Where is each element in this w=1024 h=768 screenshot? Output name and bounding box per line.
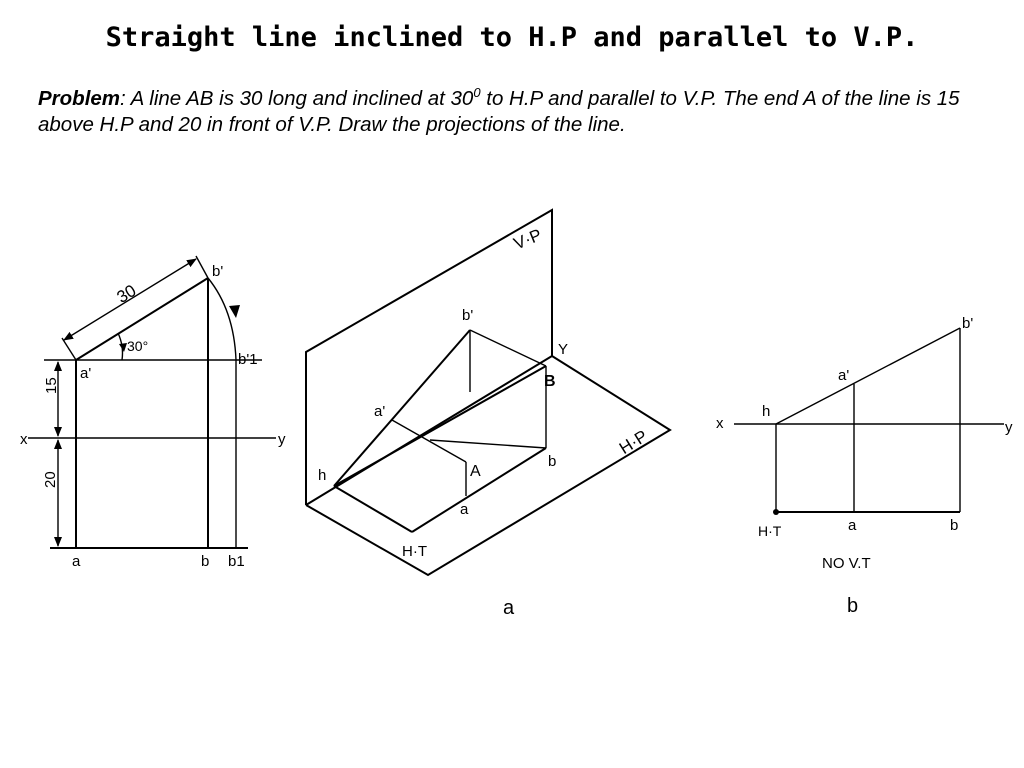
problem-text-2: to H.P and parallel to V.P. The end A of… [38,87,960,136]
left-projection-figure: x y 30 30° 15 20 a' b' b'1 a b [20,255,286,570]
label-y: Y [558,341,568,358]
rotation-arc [207,277,237,361]
label-h: h [762,403,770,420]
caption-a: a [503,597,515,619]
label-b: b [201,553,209,570]
label-A: A [470,463,481,480]
label-a: a [848,517,857,534]
label-b-prime: b' [212,263,223,280]
xy-junction-line [305,355,553,506]
label-a: a [460,501,469,518]
ht-point [773,509,779,515]
elevation-line [775,327,961,425]
connector-b-prime-B [469,329,547,367]
label-b-prime: b' [462,307,473,324]
extension-line-a [61,337,77,361]
label-h: h [318,467,326,484]
arc-arrow [229,305,240,318]
label-a-prime: a' [838,367,849,384]
label-b1: b1 [228,553,245,570]
problem-text-1: : A line AB is 30 long and inclined at 3… [120,87,474,110]
page-title: Straight line inclined to H.P and parall… [105,22,919,53]
label-ht: H·T [758,523,782,539]
connector-mid [429,439,547,449]
label-no-vt: NO V.T [822,555,871,572]
label-x: x [716,415,724,432]
label-a-prime: a' [80,365,91,382]
label-a: a [72,553,81,570]
horizontal-plane-outline [305,355,672,577]
label-b1-prime: b'1 [238,351,258,368]
label-b-prime: b' [962,315,973,332]
degree-superscript: 0 [473,85,481,100]
problem-label: Problem [38,87,121,110]
problem-statement: Problem: A line AB is 30 long and inclin… [38,86,998,138]
length-dimension-line [63,258,197,341]
label-hp: H·P [616,426,651,458]
angle-arrow [119,343,127,352]
vertical-plane-outline [305,208,553,505]
label-x: x [20,431,28,448]
label-b: b [548,453,556,470]
label-b: b [950,517,958,534]
label-y: y [1005,419,1013,436]
line-AB-space [333,365,547,487]
dimension-20-label: 20 [42,471,59,488]
length-label: 30 [113,281,139,307]
label-ht: H·T [402,543,427,560]
trace-line-h-to-ht [333,485,413,533]
plan-line-ab [411,447,547,533]
dimension-15-label: 15 [43,377,60,394]
caption-b: b [847,595,858,617]
label-a-prime: a' [374,403,385,420]
connector-a-prime-A [391,419,467,463]
label-B: B [544,373,556,390]
pictorial-figure-a: V·P H·P Y b' a' B A b a h H·T a [305,208,672,619]
label-y: y [278,431,286,448]
angle-label: 30° [127,338,148,354]
extension-line-b [195,255,209,279]
projection-figure-b: x y h a' b' H·T a b NO V.T b [716,315,1013,617]
label-vp: V·P [511,225,544,253]
elevation-line-a-prime-b-prime [333,329,471,487]
